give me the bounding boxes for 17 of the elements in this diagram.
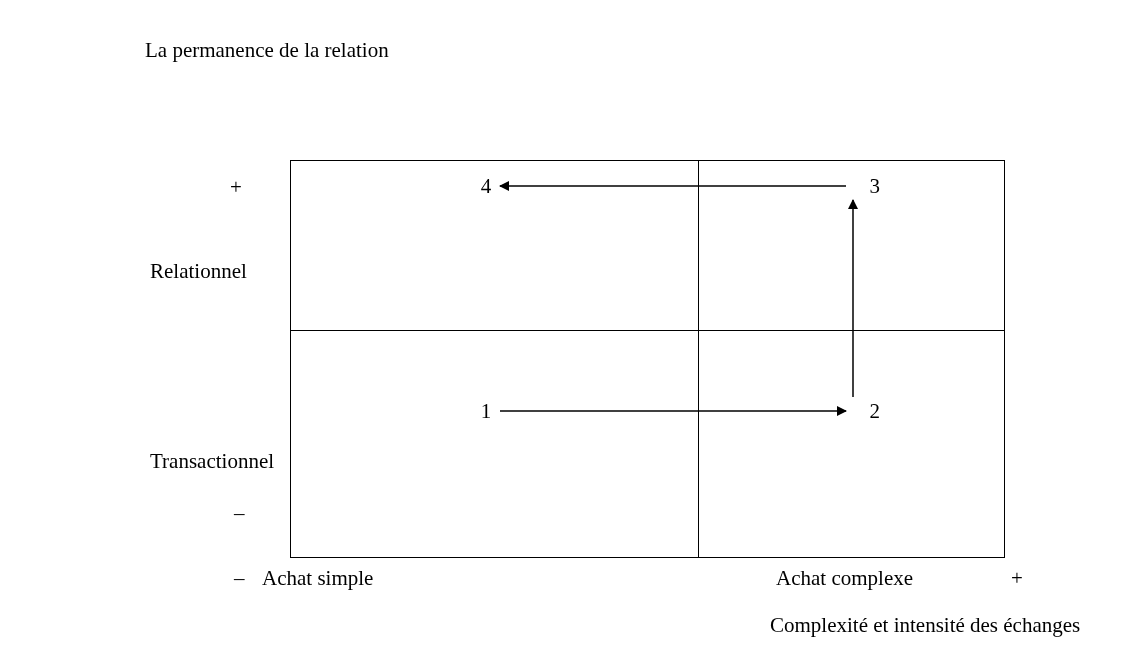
- axis-label: +: [230, 174, 242, 200]
- step-number: 4: [472, 172, 500, 200]
- axis-label: Transactionnel: [150, 448, 275, 474]
- step-number: 1: [472, 397, 500, 425]
- axis-label: –: [234, 565, 245, 591]
- axis-label: Relationnel: [150, 258, 247, 284]
- axis-label: Achat simple: [262, 565, 374, 591]
- arrow: [848, 199, 858, 398]
- step-number: 2: [846, 397, 882, 425]
- arrow: [499, 181, 847, 191]
- axis-label: +: [1011, 565, 1023, 591]
- axis-label: Achat complexe: [776, 565, 914, 591]
- axis-label: Complexité et intensité des échanges: [770, 612, 1081, 638]
- axis-label: La permanence de la relation: [145, 37, 389, 63]
- step-number: 3: [846, 172, 882, 200]
- axis-label: –: [234, 500, 245, 526]
- arrow: [499, 406, 847, 416]
